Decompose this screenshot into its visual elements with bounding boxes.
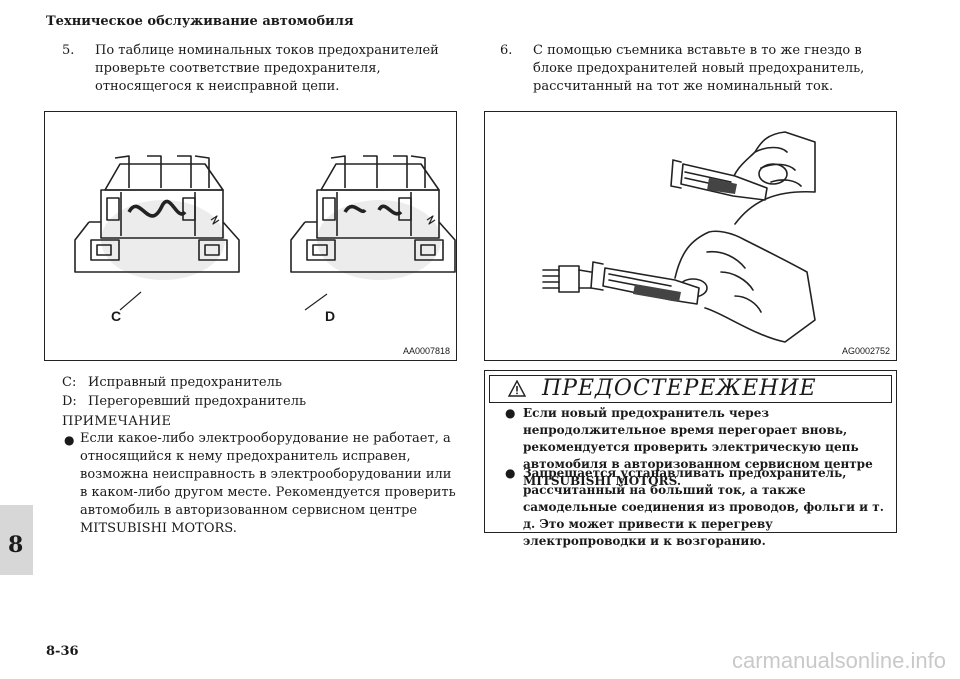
- step-text: С помощью съемника вставьте в то же гнез…: [533, 43, 865, 94]
- chapter-tab: [0, 505, 33, 575]
- warning-box: ПРЕДОСТЕРЕЖЕНИЕ ● Если новый предохранит…: [484, 370, 897, 548]
- fuse-puller-illustration: [542, 131, 816, 343]
- legend-key: C:: [62, 375, 77, 390]
- warning-text: Запрещается устанавливать предохранитель…: [523, 466, 884, 548]
- legend-row-d: D: Перегоревший предохранитель: [62, 392, 452, 411]
- warning-item: ● Если новый предохранитель через непрод…: [505, 405, 885, 490]
- legend-row-c: C: Исправный предохранитель: [62, 373, 452, 392]
- step-text: По таблице номинальных токов предохранит…: [95, 43, 439, 94]
- label-c: C: [111, 308, 122, 324]
- figure-code: AG0002752: [841, 346, 890, 356]
- label-d: D: [325, 308, 336, 324]
- note-title: ПРИМЕЧАНИЕ: [62, 414, 172, 429]
- warning-title: ПРЕДОСТЕРЕЖЕНИЕ: [542, 376, 817, 401]
- watermark: carmanualsonline.info: [731, 648, 946, 673]
- step-number: 6.: [500, 43, 513, 58]
- bullet-icon: ●: [64, 433, 75, 447]
- step-5: 5. По таблице номинальных токов предохра…: [62, 42, 462, 96]
- page-number: 8-36: [46, 644, 79, 659]
- warning-item: ● Запрещается устанавливать предохраните…: [505, 465, 885, 550]
- fuse-puller-figure: AG0002752: [484, 111, 897, 361]
- bullet-icon: ●: [505, 466, 516, 480]
- legend-text: Исправный предохранитель: [88, 375, 282, 390]
- note-text: Если какое-либо электрооборудование не р…: [80, 431, 456, 536]
- fuse-blown: [290, 155, 456, 311]
- warning-text: Если новый предохранитель через непродол…: [523, 406, 873, 488]
- figure-legend: C: Исправный предохранитель D: Перегоревши…: [62, 373, 452, 411]
- note-body: ● Если какое-либо электрооборудование не…: [64, 430, 456, 538]
- fuse-good: [74, 155, 240, 311]
- legend-text: Перегоревший предохранитель: [88, 394, 307, 409]
- step-number: 5.: [62, 43, 75, 58]
- bullet-icon: ●: [505, 406, 516, 420]
- page-header: Техническое обслуживание автомобиля: [46, 14, 354, 29]
- step-6: 6. С помощью съемника вставьте в то же г…: [500, 42, 900, 96]
- warning-triangle-icon: [508, 380, 526, 397]
- warning-header: ПРЕДОСТЕРЕЖЕНИЕ: [489, 375, 892, 403]
- chapter-number: 8: [8, 532, 24, 558]
- legend-key: D:: [62, 394, 77, 409]
- fuse-illustration: [74, 155, 456, 311]
- figure-code: AA0007818: [402, 346, 450, 356]
- fuse-figure: C D AA0007818: [44, 111, 457, 361]
